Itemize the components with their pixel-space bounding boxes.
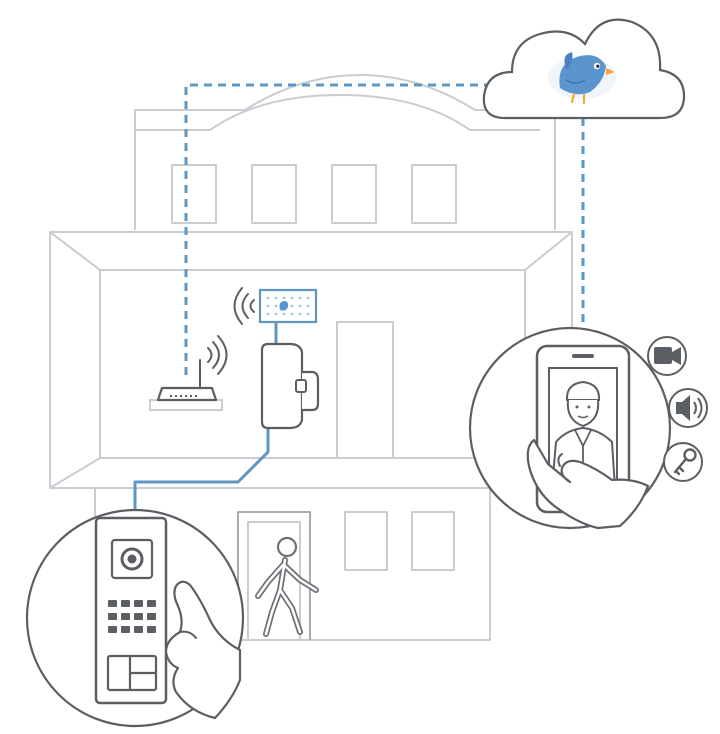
bird-logo-icon [548, 52, 616, 105]
router-cloud-link [184, 83, 540, 375]
video-camera-icon [654, 347, 681, 365]
cloud-service-icon [482, 18, 686, 120]
walking-person-icon [255, 536, 319, 637]
key-icon [673, 448, 697, 476]
wifi-router-icon [149, 335, 228, 411]
audio-call-action[interactable] [668, 388, 708, 428]
door-open-action[interactable] [663, 442, 703, 482]
speaker-icon [676, 395, 703, 421]
video-call-action[interactable] [647, 336, 687, 376]
smartphone-icon [535, 344, 631, 514]
visitor-face-icon [551, 380, 616, 489]
keypad [108, 600, 156, 633]
wifi-signal-icon [233, 287, 255, 325]
wireless-links [184, 83, 585, 375]
hand-icon [526, 438, 650, 530]
wifi-signal-icon [207, 335, 228, 375]
indoor-display-icon [233, 287, 318, 325]
door-station-cable [133, 426, 270, 520]
powerline-adapter-icon [260, 342, 320, 430]
smartphone-panel [468, 326, 672, 530]
door-intercom-icon [25, 508, 245, 728]
building-illustration [49, 74, 573, 641]
